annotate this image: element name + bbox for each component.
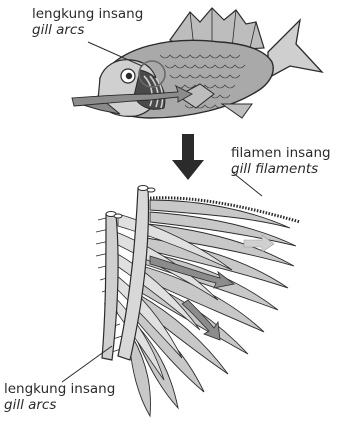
fish-tail: [268, 20, 322, 78]
leader-line-bottom: [62, 346, 112, 382]
label-gill-arcs-top: lengkung insang gill arcs: [32, 6, 143, 38]
label-gill-arcs-bottom-local: lengkung insang: [4, 381, 115, 397]
fish-anal-fin: [222, 104, 252, 118]
label-gill-arcs-top-local: lengkung insang: [32, 6, 143, 22]
label-gill-arcs-bottom-english: gill arcs: [4, 397, 115, 413]
label-gill-arcs-top-english: gill arcs: [32, 22, 143, 38]
label-gill-filaments-local: filamen insang: [231, 145, 331, 161]
label-gill-filaments: filamen insang gill filaments: [231, 145, 331, 177]
gill-arch-rod-front-top: [138, 186, 148, 191]
gill-detail-illustration: [96, 186, 300, 417]
label-gill-filaments-english: gill filaments: [231, 161, 331, 177]
label-gill-arcs-bottom: lengkung insang gill arcs: [4, 381, 115, 413]
down-arrow: [172, 134, 204, 180]
